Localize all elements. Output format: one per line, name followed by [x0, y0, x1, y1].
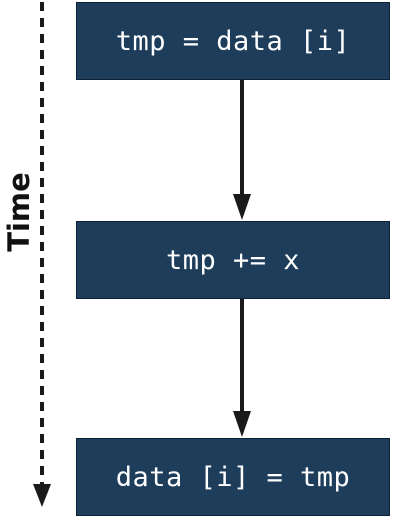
step-code-store: data [i] = tmp	[115, 461, 351, 493]
time-axis-label: Time	[2, 172, 36, 252]
step-box-store: data [i] = tmp	[76, 438, 390, 516]
step-code-add: tmp += x	[165, 244, 301, 276]
step-code-load: tmp = data [i]	[115, 25, 351, 57]
flow-arrow-1-head	[233, 194, 251, 220]
step-box-add: tmp += x	[76, 221, 390, 299]
flow-arrow-2-head	[233, 411, 251, 437]
step-box-load: tmp = data [i]	[76, 2, 390, 80]
time-axis-arrowhead	[33, 484, 51, 507]
